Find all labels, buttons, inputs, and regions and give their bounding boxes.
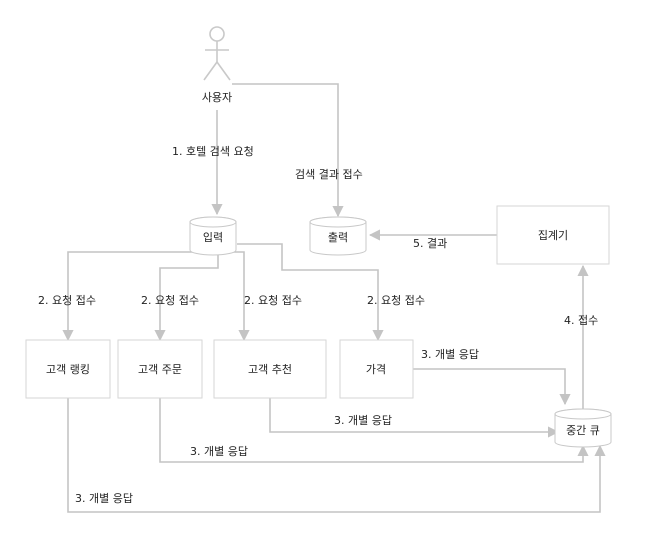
node-queue-label: 중간 큐 bbox=[566, 424, 600, 437]
label-hotel-search-request: 1. 호텔 검색 요청 bbox=[172, 145, 254, 158]
edge-input-to-order bbox=[154, 252, 219, 342]
node-ranking-label: 고객 랭킹 bbox=[46, 363, 90, 376]
node-order-label: 고객 주문 bbox=[138, 363, 182, 376]
label-result: 5. 결과 bbox=[413, 237, 447, 250]
edge-input-to-price bbox=[237, 243, 384, 342]
node-output: 출력 bbox=[309, 216, 367, 256]
label-req-price: 2. 요청 접수 bbox=[367, 294, 425, 307]
node-queue: 중간 큐 bbox=[554, 408, 612, 448]
edge-recommend-to-queue bbox=[269, 398, 560, 438]
edge-price-to-queue bbox=[413, 368, 571, 406]
label-req-recommend: 2. 요청 접수 bbox=[244, 294, 302, 307]
edge-labels: 1. 호텔 검색 요청 검색 결과 접수 5. 결과 4. 접수 2. 요청 접… bbox=[38, 145, 598, 505]
label-resp-ranking: 3. 개별 응답 bbox=[75, 492, 133, 505]
edges bbox=[62, 83, 606, 513]
edge-order-to-queue bbox=[159, 398, 589, 463]
node-price-label: 가격 bbox=[366, 363, 386, 376]
edge-user-to-output bbox=[232, 83, 344, 218]
node-aggregator: 집계기 bbox=[496, 205, 610, 265]
label-resp-price: 3. 개별 응답 bbox=[421, 348, 479, 361]
node-recommend: 고객 추천 bbox=[213, 339, 327, 399]
label-resp-order: 3. 개별 응답 bbox=[190, 445, 248, 458]
stick-figure-icon bbox=[203, 26, 231, 81]
label-receive-4: 4. 접수 bbox=[564, 314, 598, 327]
node-order: 고객 주문 bbox=[117, 339, 203, 399]
node-recommend-label: 고객 추천 bbox=[248, 362, 292, 376]
node-input: 입력 bbox=[189, 216, 237, 256]
edge-input-to-recommend bbox=[230, 251, 250, 342]
edge-input-to-ranking bbox=[62, 251, 198, 342]
label-search-result-receive: 검색 결과 접수 bbox=[295, 168, 363, 181]
label-resp-recommend: 3. 개별 응답 bbox=[334, 414, 392, 427]
label-req-ranking: 2. 요청 접수 bbox=[38, 294, 96, 307]
user-actor: 사용자 bbox=[202, 26, 232, 104]
node-aggregator-label: 집계기 bbox=[538, 229, 568, 242]
node-price: 가격 bbox=[339, 339, 414, 399]
node-input-label: 입력 bbox=[203, 231, 223, 244]
edge-ranking-to-queue bbox=[67, 398, 606, 513]
label-req-order: 2. 요청 접수 bbox=[141, 294, 199, 307]
actor-label: 사용자 bbox=[202, 91, 232, 104]
node-output-label: 출력 bbox=[328, 231, 348, 244]
node-ranking: 고객 랭킹 bbox=[25, 339, 111, 399]
